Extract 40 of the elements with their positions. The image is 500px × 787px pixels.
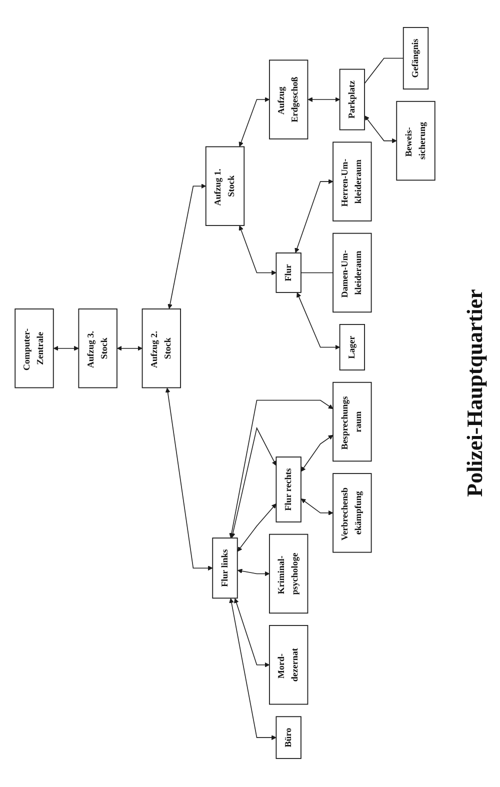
node-box: Lager: [339, 324, 365, 370]
node-box: Beweis- sicherung: [396, 100, 436, 181]
arrow: [168, 184, 206, 309]
connector: [364, 58, 404, 84]
node-box: Parkplatz: [339, 68, 365, 130]
arrow: [238, 97, 270, 147]
arrow: [296, 292, 340, 350]
arrow: [300, 498, 334, 516]
arrow: [300, 434, 334, 472]
node-box: Flur: [276, 252, 302, 293]
arrow: [230, 426, 276, 538]
arrow: [237, 568, 270, 576]
arrow: [165, 388, 213, 571]
node-box: Flur links: [212, 538, 238, 599]
node-box: Besprechungs raum: [332, 382, 372, 462]
arrow: [294, 179, 334, 253]
arrow: [229, 400, 334, 538]
node-box: Aufzug 2. Stock: [142, 308, 181, 388]
node-box: Gefängnis: [402, 27, 429, 90]
node-box: Herren-Um- kleideraum: [332, 142, 372, 222]
arrow: [308, 97, 340, 102]
node-box: Kriminal- psychologe: [269, 534, 308, 614]
arrow: [238, 226, 276, 276]
node-box: Aufzug 1. Stock: [205, 146, 245, 226]
node-box: Flur rechts: [276, 456, 302, 522]
connector: [300, 272, 334, 274]
node-box: Verbrechensb ekämpfung: [332, 473, 372, 553]
node-box: Computer- Zentrale: [14, 308, 54, 388]
arrow: [229, 598, 276, 740]
arrow: [234, 598, 270, 668]
node-box: Mord- dezernat: [269, 625, 308, 705]
node-box: Damen-Um- kleideraum: [332, 232, 372, 313]
node-box: Büro: [276, 716, 302, 759]
diagram-title: Polizei-Hauptquartier: [462, 289, 488, 497]
arrow: [53, 346, 79, 351]
node-box: Aufzug 3. Stock: [78, 308, 118, 388]
arrow: [116, 346, 142, 351]
node-box: Aufzug Erdgeschoß: [269, 60, 308, 140]
arrow: [237, 503, 276, 552]
arrow: [364, 116, 397, 144]
